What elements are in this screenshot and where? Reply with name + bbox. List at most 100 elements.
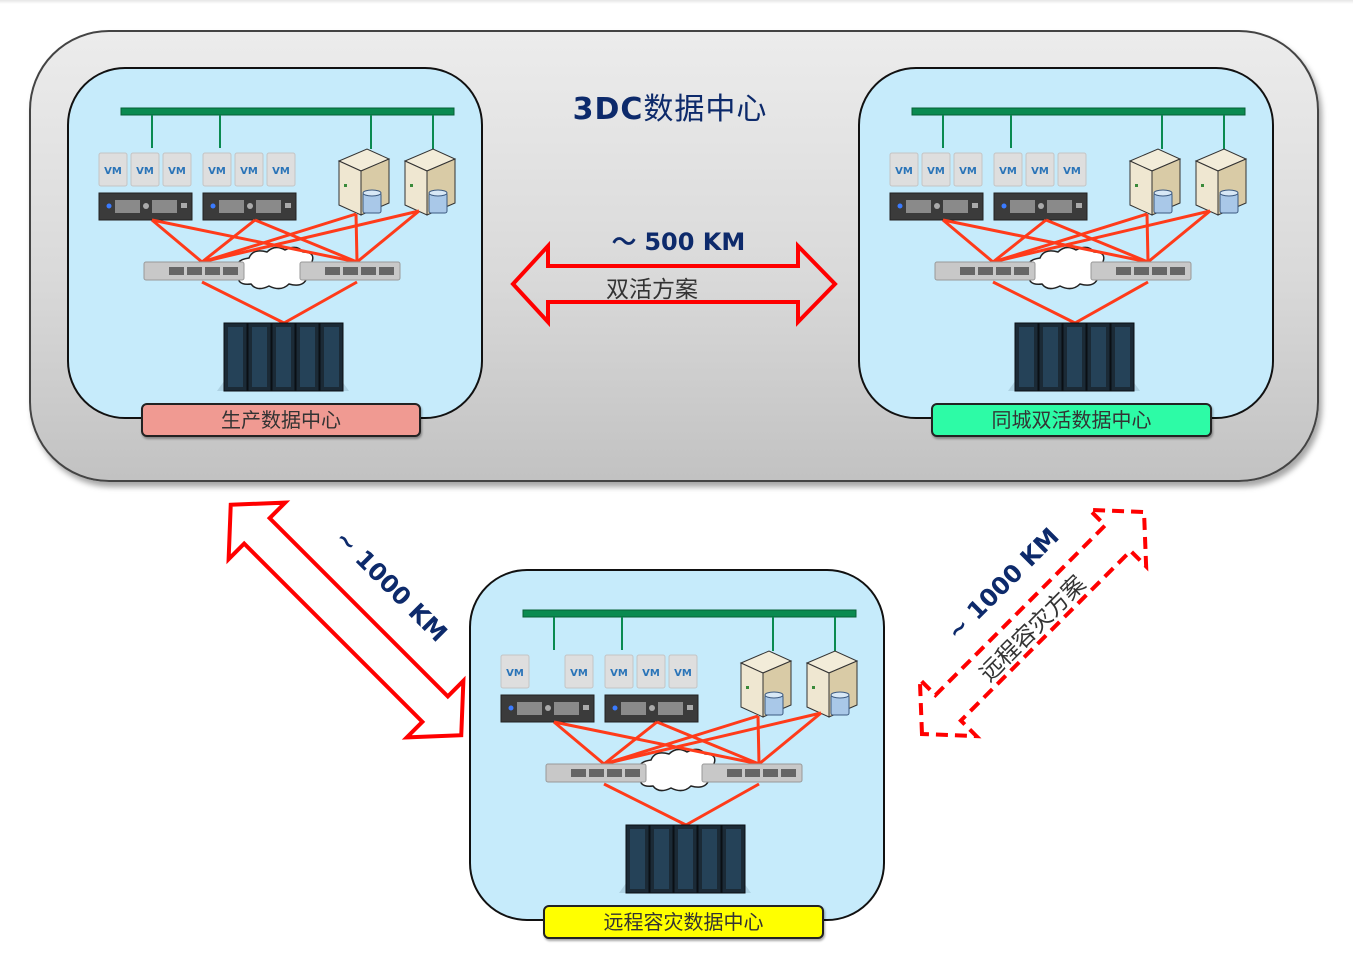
fc-link-line — [992, 218, 1047, 264]
vm-box — [636, 654, 666, 689]
power-led — [210, 203, 216, 209]
drive-bay — [517, 702, 542, 715]
dc-production: VM VM VM VM VM VM — [67, 67, 483, 419]
active-active-distance: ～ 500 KM — [612, 228, 746, 256]
vm-label: VM — [208, 166, 226, 177]
switch-port-block — [960, 267, 975, 275]
storage-array-panel — [252, 327, 267, 387]
vm-label: VM — [240, 166, 258, 177]
power-led — [897, 203, 903, 209]
vm-label: VM — [610, 668, 628, 679]
server-led — [1201, 184, 1204, 187]
host-button — [1038, 203, 1044, 209]
label-remote-dr-dc: 远程容灾数据中心 — [543, 905, 824, 939]
fc-link-line — [553, 720, 605, 766]
fc-link-line — [942, 218, 1149, 264]
host-button — [143, 203, 149, 209]
vm-box — [921, 152, 951, 187]
storage-array-panel — [276, 327, 291, 387]
drive-bay — [554, 702, 579, 715]
server-led — [1135, 184, 1138, 187]
storage-array-panel — [1043, 327, 1058, 387]
vm-label: VM — [168, 166, 186, 177]
switch-port-block — [589, 769, 604, 777]
drive-bay — [1047, 200, 1072, 213]
vm-label: VM — [959, 166, 977, 177]
switch-port-block — [571, 769, 586, 777]
vm-label: VM — [104, 166, 122, 177]
vm-label: VM — [674, 668, 692, 679]
fc-link-line — [201, 209, 420, 264]
vm-box — [266, 152, 296, 187]
storage-array-panel — [1019, 327, 1034, 387]
switch-port-block — [169, 267, 184, 275]
vm-box — [668, 654, 698, 689]
fc-link-line — [356, 209, 420, 264]
vm-label: VM — [1031, 166, 1049, 177]
fc-link-line — [603, 720, 658, 766]
drive-bay — [219, 200, 244, 213]
drive-bay — [906, 200, 931, 213]
title-suffix: 数据中心 — [643, 92, 768, 127]
db-cylinder-top — [764, 691, 784, 699]
vm-label: VM — [136, 166, 154, 177]
fc-link-line — [758, 711, 822, 766]
storage-array-panel — [324, 327, 339, 387]
title-prefix: 3DC — [572, 92, 644, 127]
vm-box — [604, 654, 634, 689]
drive-bay — [115, 200, 140, 213]
host-port — [1076, 203, 1082, 208]
vm-box — [98, 152, 128, 187]
power-led — [508, 705, 514, 711]
fc-link-line — [992, 280, 1076, 325]
db-cylinder-top — [428, 189, 448, 197]
vm-box — [1025, 152, 1055, 187]
drive-bay — [1010, 200, 1035, 213]
host-port — [972, 203, 978, 208]
vm-label: VM — [272, 166, 290, 177]
server-led — [410, 184, 413, 187]
vm-box — [889, 152, 919, 187]
server-led — [746, 686, 749, 689]
label-production-dc: 生产数据中心 — [141, 403, 421, 437]
vm-label: VM — [927, 166, 945, 177]
switch-port-block — [1014, 267, 1029, 275]
database-server-icon — [805, 650, 859, 718]
storage-array-panel — [1115, 327, 1130, 387]
drive-bay — [256, 200, 281, 213]
database-server-icon — [337, 148, 391, 216]
drive-bay — [621, 702, 646, 715]
switch-port-block — [361, 267, 376, 275]
host-button — [934, 203, 940, 209]
fc-link-line — [1147, 209, 1211, 264]
host-port — [583, 705, 589, 710]
fc-link-line — [553, 720, 760, 766]
switch-port-block — [763, 769, 778, 777]
storage-array-panel — [300, 327, 315, 387]
storage-array-panel — [678, 829, 693, 889]
host-port — [687, 705, 693, 710]
vm-label: VM — [506, 668, 524, 679]
switch-port-block — [1170, 267, 1185, 275]
top-border — [0, 0, 1353, 4]
network-bus — [911, 107, 1246, 116]
drive-bay — [943, 200, 968, 213]
switch-port-block — [343, 267, 358, 275]
storage-array-panel — [228, 327, 243, 387]
fc-link-line — [992, 212, 1148, 264]
switch-port-block — [205, 267, 220, 275]
dc-topology: VM VM VM VM VM VM — [98, 107, 457, 392]
power-led — [612, 705, 618, 711]
fc-link-line — [1045, 218, 1149, 264]
prod-to-remote-arrow — [226, 500, 466, 740]
vm-box — [162, 152, 192, 187]
fc-link-line — [756, 715, 761, 765]
host-port — [181, 203, 187, 208]
switch-port-block — [379, 267, 394, 275]
drive-bay — [152, 200, 177, 213]
vm-box — [993, 152, 1023, 187]
storage-array-panel — [1067, 327, 1082, 387]
switch-port-block — [607, 769, 622, 777]
